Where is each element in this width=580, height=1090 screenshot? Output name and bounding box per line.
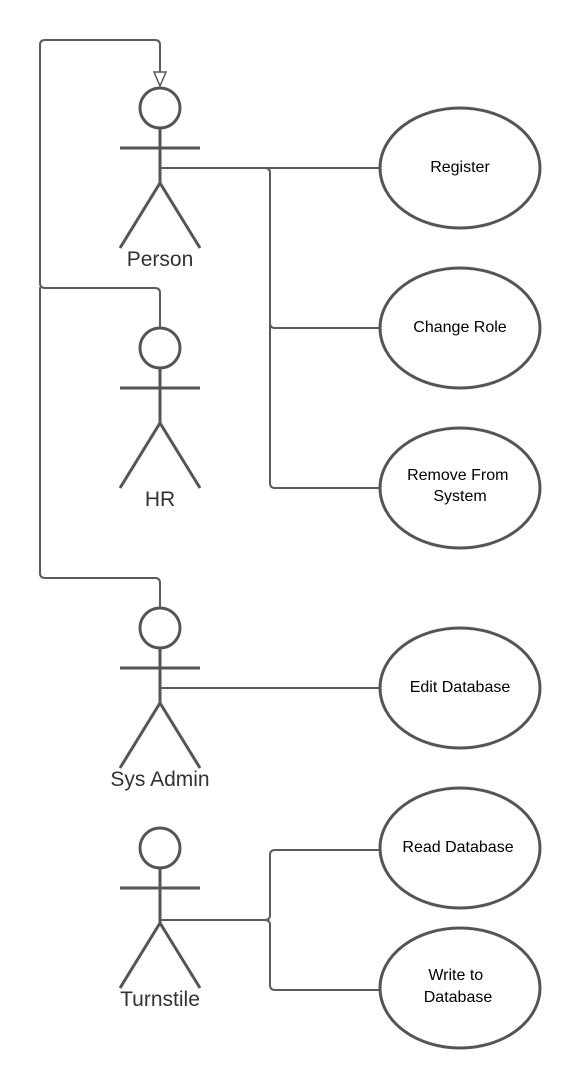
usecase-ellipse — [378, 626, 542, 750]
usecase-label-line: Database — [424, 989, 493, 1006]
association-person-change-role[interactable] — [159, 167, 381, 329]
usecase-label-line: Write to — [428, 967, 483, 984]
actor-head — [138, 86, 182, 130]
usecase-label-line: Change Role — [413, 319, 507, 336]
usecase-ellipse — [378, 926, 542, 1050]
actor-left-leg — [118, 922, 162, 989]
usecase-edit-database[interactable]: Edit Database — [378, 626, 542, 750]
actor-head — [138, 606, 182, 650]
usecase-label: Write to Database — [424, 967, 493, 1006]
actor-sys-admin[interactable]: Sys Admin — [110, 606, 210, 791]
usecase-label-line: Register — [430, 159, 490, 176]
actor-label: Person — [127, 248, 194, 271]
actor-label: Turnstile — [120, 988, 200, 1011]
usecase-label-line: Edit Database — [410, 679, 511, 696]
usecase-label: Read Database — [402, 839, 513, 856]
usecase-label-line: Remove From — [407, 467, 508, 484]
usecase-label: Register — [430, 159, 490, 176]
actor-right-leg — [158, 922, 202, 989]
usecase-write-to-database[interactable]: Write to Database — [378, 926, 542, 1050]
usecase-read-database[interactable]: Read Database — [378, 786, 542, 910]
usecase-ellipse — [378, 786, 542, 910]
usecase-label-line: System — [433, 488, 486, 505]
actor-left-leg — [118, 422, 162, 489]
usecase-ellipse — [378, 426, 542, 550]
usecase-register[interactable]: Register — [378, 106, 542, 230]
actor-left-leg — [118, 702, 162, 769]
connectors — [39, 39, 381, 991]
actor-right-leg — [158, 422, 202, 489]
actor-label: Sys Admin — [110, 768, 209, 791]
actor-hr[interactable]: HR — [118, 326, 202, 511]
generalization-line-hr-person[interactable] — [39, 39, 161, 329]
usecase-label: Remove From System — [407, 467, 513, 505]
generalization-line-sysadmin-person[interactable] — [39, 287, 161, 609]
usecase-label: Edit Database — [410, 679, 511, 696]
usecase-ellipse — [378, 266, 542, 390]
actor-left-leg — [118, 182, 162, 249]
association-turnstile-write-to-database[interactable] — [264, 919, 381, 991]
generalization-arrowhead — [152, 71, 168, 88]
actor-right-leg — [158, 182, 202, 249]
actor-turnstile[interactable]: Turnstile — [118, 826, 202, 1011]
usecase-ellipse — [378, 106, 542, 230]
actor-person[interactable]: Person — [118, 86, 202, 271]
usecase-remove-from-system[interactable]: Remove From System — [378, 426, 542, 550]
actor-label: HR — [145, 488, 175, 511]
actor-head — [138, 326, 182, 370]
usecase-label-line: Read Database — [402, 839, 513, 856]
actor-right-leg — [158, 702, 202, 769]
usecase-label: Change Role — [413, 319, 507, 336]
actor-head — [138, 826, 182, 870]
usecase-change-role[interactable]: Change Role — [378, 266, 542, 390]
association-turnstile-read-database[interactable] — [159, 849, 381, 921]
association-person-remove-from-system[interactable] — [269, 322, 381, 489]
